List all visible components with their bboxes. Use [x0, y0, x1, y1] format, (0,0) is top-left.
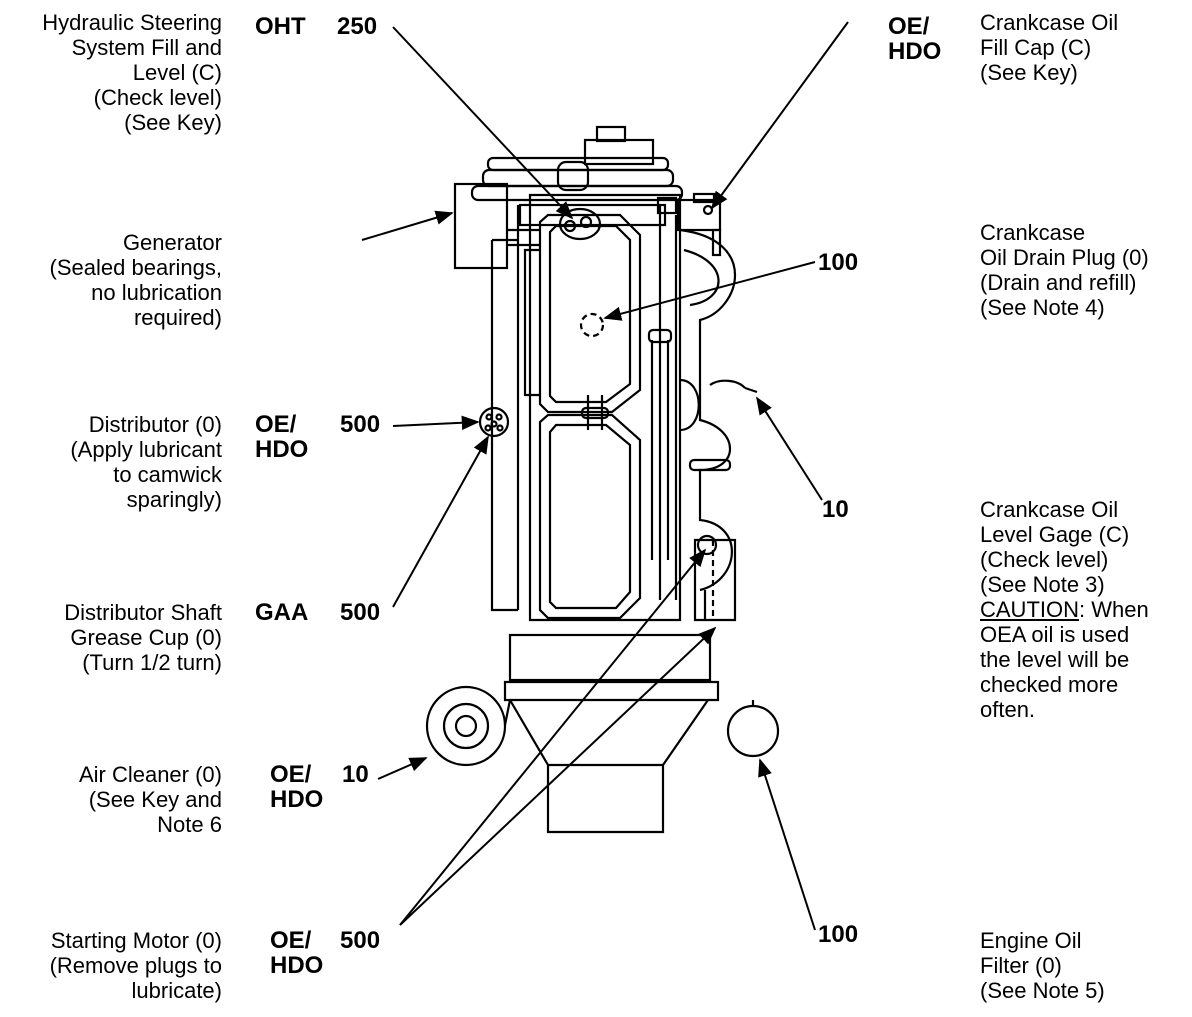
label-hydraulic-steering: Hydraulic Steering System Fill and Level…: [42, 10, 222, 135]
label-starting-motor: Starting Motor (0) (Remove plugs to lubr…: [49, 928, 222, 1003]
lubricant-crankcase-fill-cap: OE/ HDO: [888, 13, 942, 65]
engine-block: [490, 193, 682, 622]
label-air-cleaner: Air Cleaner (0) (See Key and Note 6: [78, 762, 222, 837]
manifold: [647, 205, 737, 620]
interval-starting-motor: 500: [340, 927, 381, 954]
interval-crankcase-drain-plug: 100: [818, 249, 859, 276]
lubricant-distributor: OE/ HDO: [255, 411, 309, 463]
lubricant-air-cleaner: OE/ HDO: [270, 761, 324, 813]
label-crankcase-fill-cap: Crankcase Oil Fill Cap (C) (See Key): [980, 10, 1119, 85]
oil-filter-unit: [726, 700, 780, 758]
label-generator: Generator (Sealed bearings, no lubricati…: [49, 230, 222, 330]
distributor-cap: [478, 406, 510, 438]
lubricant-starting-motor: OE/ HDO: [270, 927, 324, 979]
label-crankcase-drain-plug: Crankcase Oil Drain Plug (0) (Drain and …: [980, 220, 1149, 320]
rocker-cover-lower: [538, 395, 642, 620]
rocker-cover-upper: [523, 213, 642, 414]
lubricant-hydraulic-steering: OHT: [255, 13, 306, 40]
interval-crankcase-level-gage: 10: [822, 496, 849, 523]
label-distributor: Distributor (0) (Apply lubricant to camw…: [70, 412, 222, 512]
interval-engine-oil-filter: 100: [818, 921, 859, 948]
starter: [693, 534, 737, 622]
interval-air-cleaner: 10: [342, 761, 369, 788]
generator-unit: [453, 182, 540, 270]
oil-pan: [503, 633, 720, 834]
label-crankcase-level-gage: Crankcase Oil Level Gage (C) (Check leve…: [980, 497, 1180, 722]
label-engine-oil-filter: Engine Oil Filter (0) (See Note 5): [980, 928, 1105, 1003]
dipstick: [709, 379, 758, 394]
leader-lines: [361, 21, 849, 931]
caution-text: : When OEA oil is used the level will be…: [980, 597, 1149, 722]
oil-fill-bracket: [676, 192, 722, 257]
air-cleaner-unit: [425, 685, 512, 767]
caution-word: CAUTION: [980, 597, 1079, 622]
fan-pulley: [470, 125, 684, 202]
interval-hydraulic-steering: 250: [337, 13, 378, 40]
level-gage-text: Crankcase Oil Level Gage (C) (Check leve…: [980, 497, 1130, 597]
lubricant-distributor-shaft: GAA: [255, 599, 309, 626]
interval-distributor-shaft: 500: [340, 599, 381, 626]
steering-fill-cap: [558, 207, 602, 241]
label-distributor-shaft: Distributor Shaft Grease Cup (0) (Turn 1…: [64, 600, 222, 675]
drain-plug-mark: [579, 312, 605, 338]
interval-distributor: 500: [340, 411, 381, 438]
